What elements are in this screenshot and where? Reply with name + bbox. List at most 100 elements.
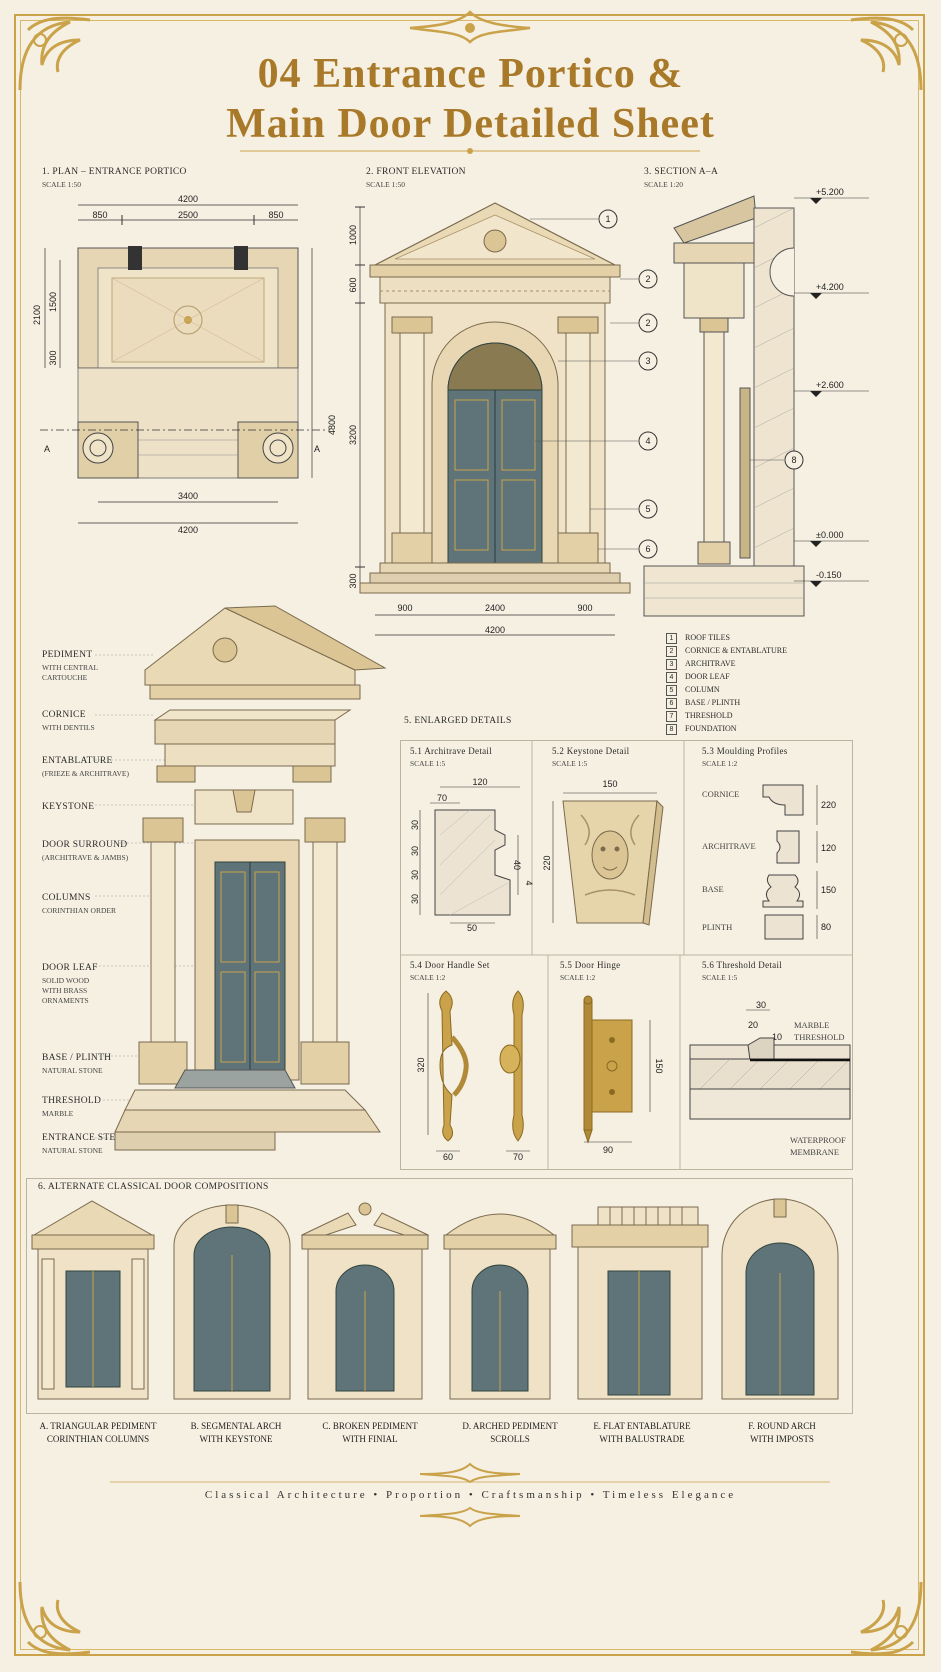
exploded-sub: Natural stone [42,1066,103,1075]
threshold-label-waterproof: Waterproof [790,1135,846,1145]
section-heading: 3. Section A–A [644,167,719,177]
elevation-dim-left-bay: 900 [397,603,412,613]
detail-threshold-title: 5.6 Threshold Detail [702,960,783,970]
detail-keystone-scale: SCALE 1:5 [552,759,588,768]
exploded-label-steps: Entrance steps [42,1133,127,1143]
elevation-dim-right-bay: 900 [577,603,592,613]
elevation-callout-2a: 2 [645,274,650,284]
detail-hinge-title: 5.5 Door Hinge [560,960,621,970]
door-round-arch [721,1198,839,1400]
plan-dim-right-bay: 850 [268,210,283,220]
inner-frame [20,20,919,1650]
exploded-label-pediment: Pediment [42,650,93,660]
threshold-label-membrane: membrane [790,1147,840,1157]
elevation-dim-pediment: 1000 [348,225,358,245]
arch-dim-4: 30 [410,894,420,904]
elevation-callout-5: 5 [645,504,650,514]
elevation-dim-entablature: 600 [348,277,358,292]
arch-dim-2: 30 [410,846,420,856]
corner-ornament-top-left-icon [18,16,91,91]
hinge-dim-height: 150 [654,1058,664,1073]
elevation-callout-3: 3 [645,356,650,366]
corner-ornament-bottom-left-icon [18,1581,91,1656]
plan-dim-center-bay: 2500 [178,210,198,220]
handle-dim-width: 60 [443,1152,453,1162]
section-level-4: ±0.000 [816,530,843,540]
exploded-sub: Corinthian order [42,906,116,915]
alternate-caption-a: A. Triangular PedimentCorinthian Columns [39,1421,157,1444]
section-scale: SCALE 1:20 [644,180,683,189]
door-flat-entablature [571,1206,709,1400]
legend-item: 5Column [666,685,720,696]
exploded-sub: (Frieze & Architrave) [42,769,129,778]
detail-keystone-title: 5.2 Keystone Detail [552,746,630,756]
threshold-label-marble: Marble [794,1020,830,1030]
elevation-heading: 2. Front Elevation [366,167,466,177]
hinge-dim-width: 90 [603,1145,613,1155]
plan-dim-right: 4800 [327,415,337,435]
exploded-sub: Solid wood [42,976,90,985]
detail-handle-drawing: 320 60 70 [416,990,530,1162]
plan-scale: SCALE 1:50 [42,180,81,189]
exploded-sub: with brass [42,986,88,995]
detail-architrave-title: 5.1 Architrave Detail [410,746,493,756]
legend-item: 1Roof tiles [666,633,730,644]
arch-dim-1: 30 [410,820,420,830]
door-segmental-arch [173,1204,291,1400]
elevation-callouts: 1 2 2 3 4 5 6 [530,209,658,559]
arch-dim-3: 30 [410,870,420,880]
exploded-label-threshold: Threshold [42,1096,102,1106]
plan-drawing: 4200 850 2500 850 2100 1500 300 A A 4800 [32,194,337,535]
plan-section-mark-left: A [44,444,50,454]
alternates-heading: 6. Alternate Classical Door Compositions [38,1182,269,1192]
profile-plinth-label: Plinth [702,922,733,932]
legend-item: 2Cornice & Entablature [666,646,787,657]
elevation-dim-total: 4200 [485,625,505,635]
threshold-dim-mid: 20 [748,1020,758,1030]
section-level-5: -0.150 [816,570,842,580]
detail-moulding-drawing: 220 120 150 80 [762,784,836,940]
legend-item: 7Threshold [666,711,733,722]
door-broken-pediment [300,1202,430,1400]
exploded-sub: cartouche [42,673,88,682]
section-level-1: +5.200 [816,187,844,197]
details-grid-lines [400,740,853,1170]
exploded-label-door-leaf: Door leaf [42,963,98,973]
elevation-scale: SCALE 1:50 [366,180,405,189]
keystone-dim-height: 220 [542,855,552,870]
detail-hinge-scale: SCALE 1:2 [560,973,596,982]
keystone-dim-width: 150 [602,779,617,789]
threshold-dim-low: 10 [772,1032,782,1042]
plan-heading: 1. Plan – Entrance Portico [42,167,187,177]
plan-dim-left-bay: 850 [92,210,107,220]
footer-tagline: Classical Architecture • Proportion • Cr… [204,1489,737,1501]
alternates-panel [26,1178,853,1414]
handle-dim-height: 320 [416,1057,426,1072]
detail-moulding-title: 5.3 Moulding Profiles [702,746,788,756]
elevation-callout-2b: 2 [645,318,650,328]
door-triangular-pediment [31,1200,155,1400]
sheet-title-line2: Main Door Detailed Sheet [226,101,715,147]
footer-bottom-ornament-icon [419,1506,521,1528]
section-callout-8: 8 [791,455,796,465]
corner-ornament-bottom-right-icon [850,1581,923,1656]
alternate-caption-e: E. Flat EntablatureWith Balustrade [593,1421,691,1444]
plan-dim-bottom-inner: 3400 [178,491,198,501]
alternate-caption-c: C. Broken PedimentWith Finial [322,1421,418,1444]
outer-frame [14,14,925,1656]
exploded-sub: With central [42,663,99,672]
title-divider [240,148,700,154]
alternate-caption-f: F. Round ArchWith Imposts [748,1421,816,1444]
section-level-2: +4.200 [816,282,844,292]
handle-dim-depth: 70 [513,1152,523,1162]
profile-base-dim: 150 [821,885,836,895]
detail-architrave-scale: SCALE 1:5 [410,759,446,768]
elevation-dim-opening: 3200 [348,425,358,445]
profile-cornice-dim: 220 [821,800,836,810]
threshold-label-threshold: Threshold [794,1032,845,1042]
corner-ornament-top-right-icon [850,16,923,91]
exploded-sub: ornaments [42,996,89,1005]
detail-handle-scale: SCALE 1:2 [410,973,446,982]
